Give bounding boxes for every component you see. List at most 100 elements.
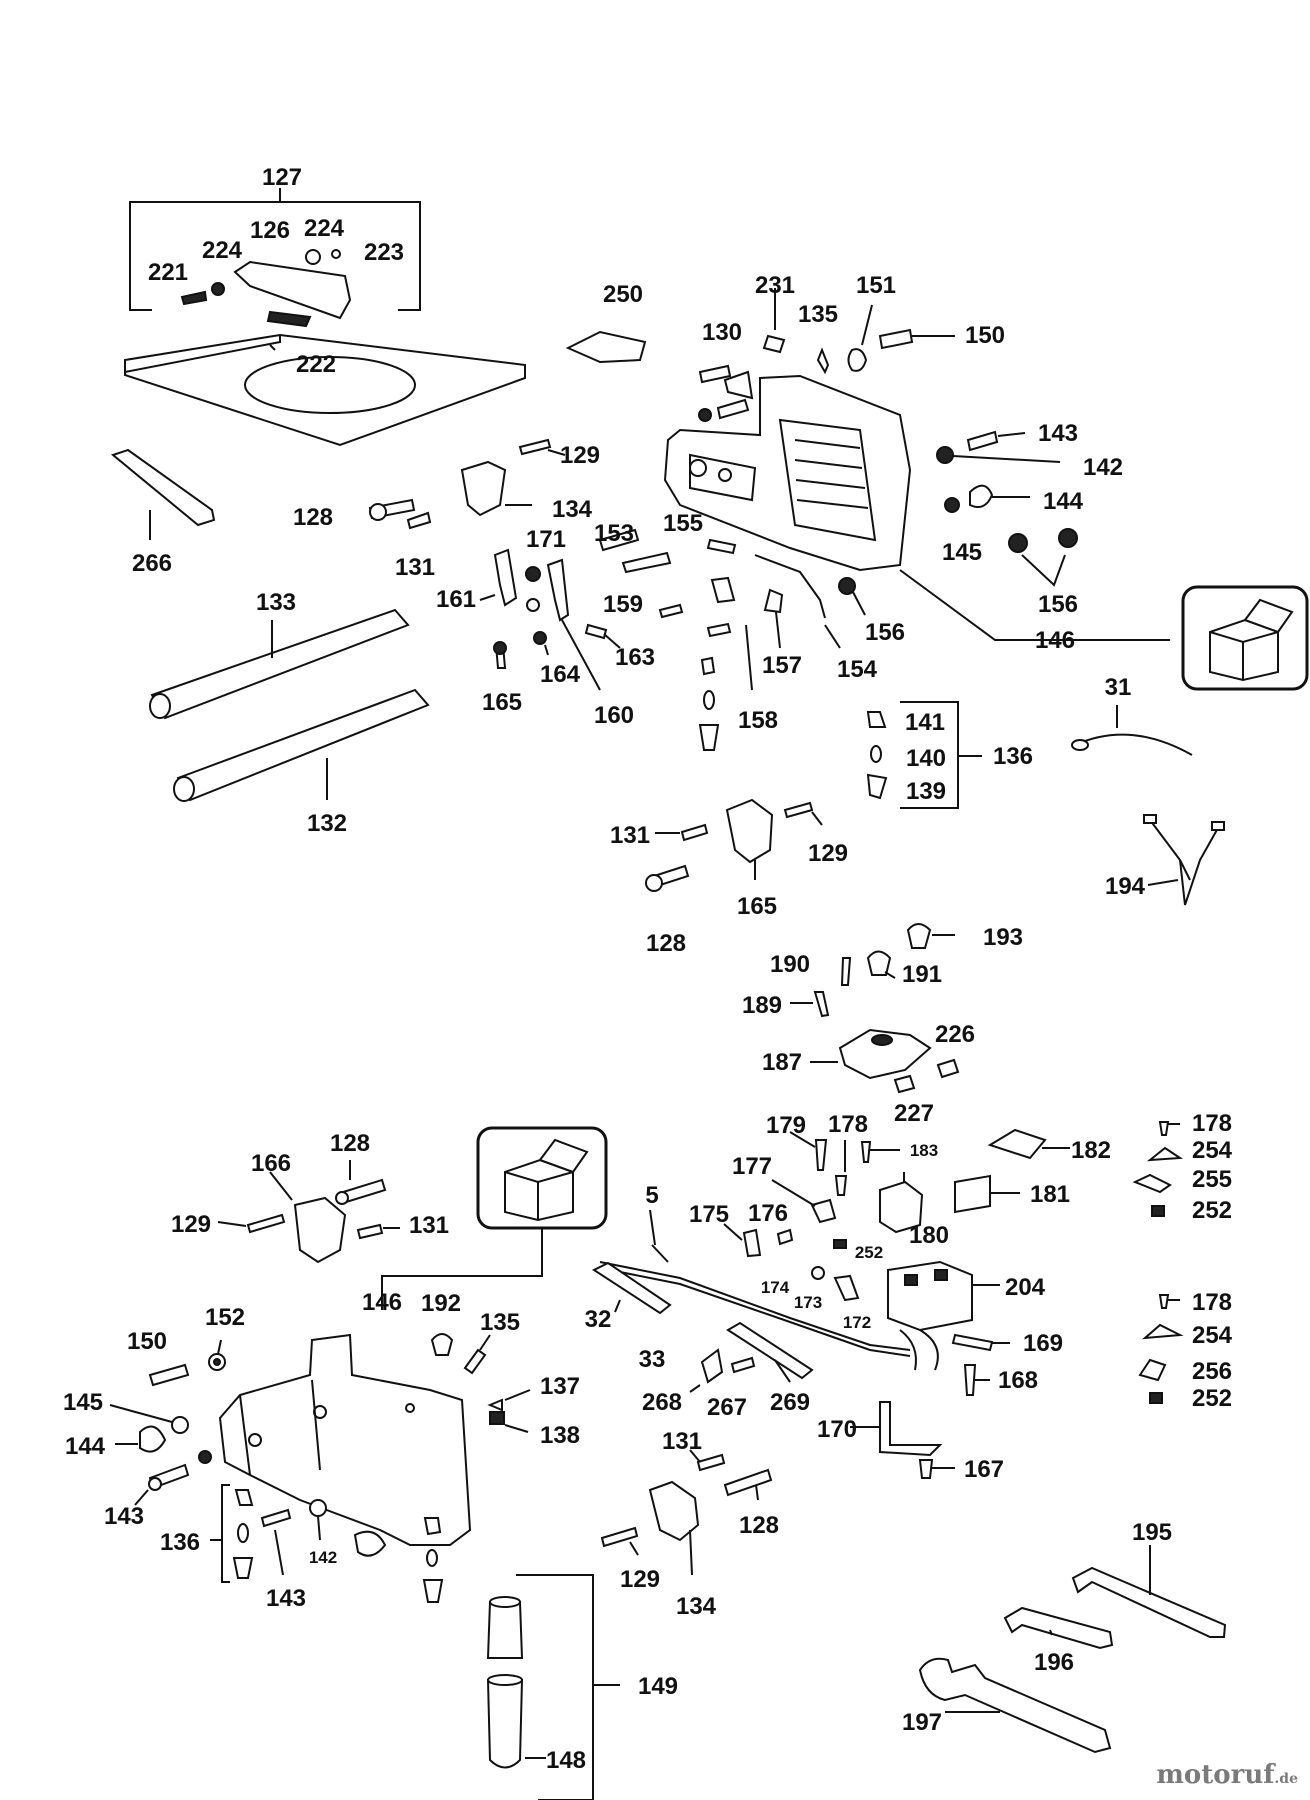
label-223: 223 xyxy=(364,239,404,266)
label-146: 146 xyxy=(362,1289,402,1316)
label-156: 156 xyxy=(1038,591,1078,618)
label-159: 159 xyxy=(603,591,643,618)
label-172: 172 xyxy=(843,1313,871,1332)
label-150: 150 xyxy=(127,1328,167,1355)
label-140: 140 xyxy=(906,745,946,772)
label-267: 267 xyxy=(707,1394,747,1421)
label-158: 158 xyxy=(738,707,778,734)
label-144: 144 xyxy=(1043,488,1084,515)
label-269: 269 xyxy=(770,1389,810,1416)
label-163: 163 xyxy=(615,644,655,671)
watermark-name: motoruf xyxy=(1156,1760,1275,1790)
label-204: 204 xyxy=(1005,1274,1046,1301)
label-178: 178 xyxy=(1192,1110,1232,1137)
main-housing xyxy=(663,374,912,572)
label-256: 256 xyxy=(1192,1358,1232,1385)
label-33: 33 xyxy=(639,1346,666,1373)
label-153: 153 xyxy=(594,520,634,547)
label-126: 126 xyxy=(250,217,290,244)
label-136: 136 xyxy=(993,743,1033,770)
label-195: 195 xyxy=(1132,1519,1172,1546)
label-131: 131 xyxy=(409,1212,449,1239)
watermark-logo: motoruf.de xyxy=(1156,1760,1298,1790)
label-138: 138 xyxy=(540,1422,580,1449)
label-128: 128 xyxy=(646,930,686,957)
label-151: 151 xyxy=(856,272,896,299)
label-145: 145 xyxy=(942,539,982,566)
label-5: 5 xyxy=(645,1182,658,1209)
label-169: 169 xyxy=(1023,1330,1063,1357)
box-icon xyxy=(504,1138,589,1222)
label-157: 157 xyxy=(762,652,802,679)
label-164: 164 xyxy=(540,661,581,688)
label-196: 196 xyxy=(1034,1649,1074,1676)
label-231: 231 xyxy=(755,272,795,299)
label-224: 224 xyxy=(202,237,243,264)
label-136: 136 xyxy=(160,1529,200,1556)
label-142: 142 xyxy=(309,1548,337,1567)
label-133: 133 xyxy=(256,589,296,616)
label-129: 129 xyxy=(171,1211,211,1238)
label-194: 194 xyxy=(1105,873,1146,900)
label-165: 165 xyxy=(737,893,777,920)
label-170: 170 xyxy=(817,1416,857,1443)
label-182: 182 xyxy=(1071,1137,1111,1164)
label-148: 148 xyxy=(546,1747,586,1774)
label-130: 130 xyxy=(702,319,742,346)
label-181: 181 xyxy=(1030,1181,1070,1208)
label-156: 156 xyxy=(865,619,905,646)
label-143: 143 xyxy=(1038,420,1078,447)
label-183: 183 xyxy=(910,1141,938,1160)
label-145: 145 xyxy=(63,1389,103,1416)
label-266: 266 xyxy=(132,550,172,577)
label-132: 132 xyxy=(307,810,347,837)
label-149: 149 xyxy=(638,1673,678,1700)
label-226: 226 xyxy=(935,1021,975,1048)
label-180: 180 xyxy=(909,1222,949,1249)
label-191: 191 xyxy=(902,961,942,988)
label-161: 161 xyxy=(436,586,476,613)
label-131: 131 xyxy=(662,1428,702,1455)
label-166: 166 xyxy=(251,1150,291,1177)
label-135: 135 xyxy=(480,1309,520,1336)
label-178: 178 xyxy=(828,1111,868,1138)
label-154: 154 xyxy=(837,656,878,683)
label-143: 143 xyxy=(266,1585,306,1612)
label-129: 129 xyxy=(560,442,600,469)
label-134: 134 xyxy=(552,496,593,523)
label-192: 192 xyxy=(421,1290,461,1317)
label-137: 137 xyxy=(540,1373,580,1400)
label-252: 252 xyxy=(1192,1385,1232,1412)
label-255: 255 xyxy=(1192,1166,1232,1193)
label-143: 143 xyxy=(104,1503,144,1530)
label-190: 190 xyxy=(770,951,810,978)
label-165: 165 xyxy=(482,689,522,716)
label-168: 168 xyxy=(998,1367,1038,1394)
label-227: 227 xyxy=(894,1100,934,1127)
label-268: 268 xyxy=(642,1389,682,1416)
label-187: 187 xyxy=(762,1049,802,1076)
label-139: 139 xyxy=(906,778,946,805)
label-128: 128 xyxy=(293,504,333,531)
label-174: 174 xyxy=(761,1278,790,1297)
label-134: 134 xyxy=(676,1593,717,1620)
label-31: 31 xyxy=(1105,674,1132,701)
base-bracket xyxy=(218,1333,472,1546)
label-252: 252 xyxy=(1192,1197,1232,1224)
label-141: 141 xyxy=(905,709,945,736)
label-193: 193 xyxy=(983,924,1023,951)
label-131: 131 xyxy=(395,554,435,581)
label-129: 129 xyxy=(808,840,848,867)
label-129: 129 xyxy=(620,1566,660,1593)
label-176: 176 xyxy=(748,1200,788,1227)
label-224: 224 xyxy=(304,215,345,242)
label-177: 177 xyxy=(732,1153,772,1180)
label-32: 32 xyxy=(585,1306,612,1333)
label-254: 254 xyxy=(1192,1322,1233,1349)
label-160: 160 xyxy=(594,702,634,729)
label-222: 222 xyxy=(296,351,336,378)
label-128: 128 xyxy=(330,1130,370,1157)
label-128: 128 xyxy=(739,1512,779,1539)
box-icon xyxy=(1209,598,1294,682)
